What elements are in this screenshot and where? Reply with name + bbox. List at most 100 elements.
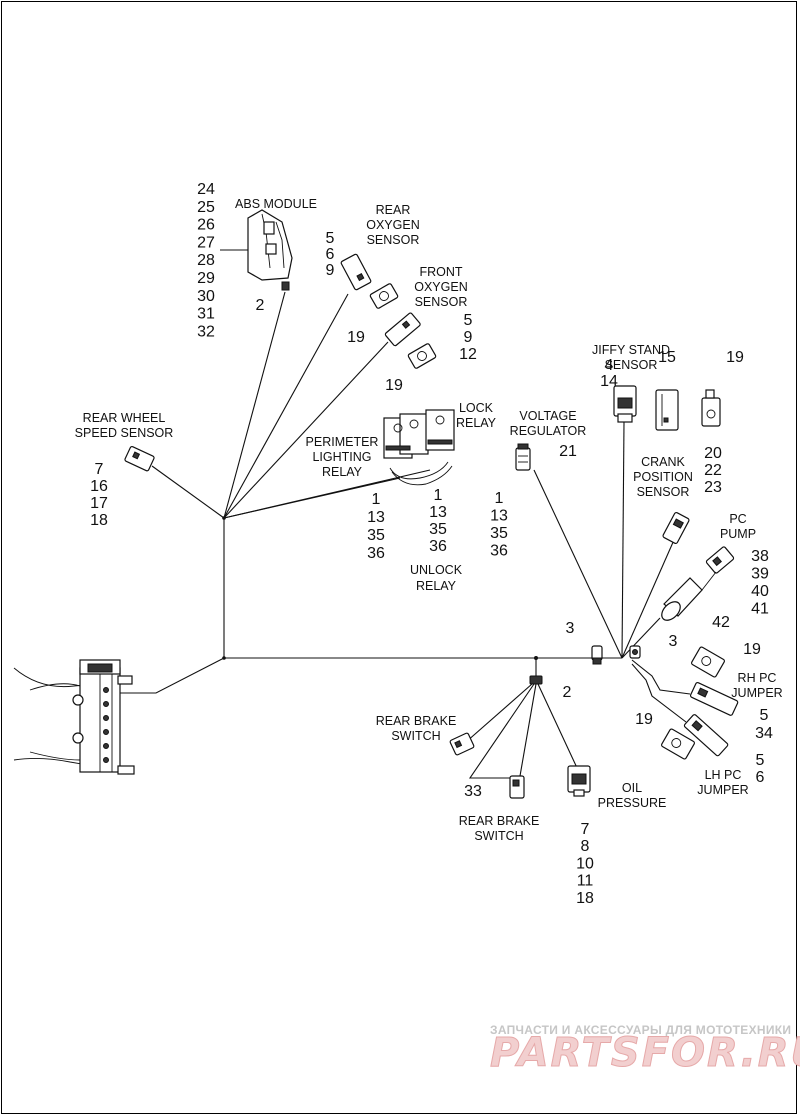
callout-line: 33: [464, 783, 482, 800]
crank-position-wire: [621, 539, 675, 659]
rear-oxygen-connector: [340, 253, 372, 291]
rear-oxygen-wire: [223, 293, 349, 519]
callout-line: 2: [563, 684, 572, 701]
label-line: SWITCH: [474, 829, 523, 843]
callout-line: 4: [605, 357, 614, 374]
lh-pc-clip: [661, 728, 695, 760]
label-line: PUMP: [720, 527, 756, 541]
junction-node: [222, 516, 226, 520]
callout-line: 36: [367, 545, 385, 562]
callout-line: 7: [95, 461, 104, 478]
callout-line: 38: [751, 548, 769, 565]
voltage-regulator-connector: [515, 443, 531, 471]
callout-jiffy-stand-clip: 19: [726, 349, 744, 366]
label-line: RELAY: [322, 465, 363, 479]
callout-retainer-left: 3: [566, 620, 575, 637]
callout-line: 18: [576, 890, 594, 907]
jiffy-stand-clip: [701, 389, 721, 427]
callout-line: 5: [326, 230, 335, 247]
watermark-brand: PARTSFOR.RU: [490, 1030, 800, 1076]
callout-jiffy-stand: 414: [600, 357, 618, 390]
callout-line: 2: [256, 297, 265, 314]
callout-line: 6: [326, 246, 335, 263]
front-oxygen-connector: [384, 312, 421, 347]
callout-line: 14: [600, 373, 618, 390]
callout-line: 20: [704, 445, 722, 462]
brake-switch-wire-b: [468, 683, 535, 779]
frame-section: [13, 659, 135, 775]
callout-line: 9: [326, 262, 335, 279]
callout-line: 13: [490, 508, 508, 525]
junction-node: [222, 656, 226, 660]
callout-line: 12: [459, 346, 477, 363]
frame-feed-wire: [120, 657, 225, 694]
callout-line: 19: [635, 711, 653, 728]
label-line: SENSOR: [605, 358, 658, 372]
callout-line: 6: [756, 769, 765, 786]
callout-line: 19: [726, 349, 744, 366]
front-oxygen-clip: [407, 343, 437, 369]
front-oxygen-wire: [223, 341, 389, 519]
label-line: RELAY: [456, 416, 497, 430]
callout-line: 35: [429, 521, 447, 538]
oil-pressure-wire: [537, 683, 579, 771]
relay-block: [383, 409, 455, 459]
callout-rear-oxygen-clip: 19: [347, 329, 365, 346]
label-line: OXYGEN: [414, 280, 468, 294]
callout-line: 5: [760, 707, 769, 724]
label-line: UNLOCK: [410, 563, 463, 577]
pc-pump-body: [661, 571, 717, 621]
lh-pc-wire: [631, 663, 687, 723]
callout-line: 10: [576, 855, 594, 872]
harness-wires: [120, 291, 691, 779]
label-line: PC: [729, 512, 746, 526]
crank-position-connector: [662, 511, 690, 545]
callout-line: 35: [490, 525, 508, 542]
label-line: VOLTAGE: [519, 409, 576, 423]
callout-branch-clip: 2: [563, 684, 572, 701]
rear-brake-switch-lower-connector: [509, 775, 525, 799]
callout-line: 8: [581, 838, 590, 855]
callout-line: 19: [385, 377, 403, 394]
callout-line: 40: [751, 583, 769, 600]
label-abs-module: ABS MODULE: [235, 197, 317, 211]
callout-line: 36: [490, 543, 508, 560]
callout-voltage-regulator: 21: [559, 443, 577, 460]
callout-line: 18: [90, 512, 108, 529]
rh-pc-clip: [691, 646, 725, 678]
callout-line: 27: [197, 234, 215, 251]
harness-retainer-left: [591, 645, 603, 665]
callout-lh-pc-clip: 19: [635, 711, 653, 728]
callout-line: 7: [581, 821, 590, 838]
main-trunk-wire: [223, 518, 622, 659]
callout-rear-brake-lower: 33: [464, 783, 482, 800]
label-line: REAR WHEEL: [83, 411, 166, 425]
pc-pump-wire: [621, 617, 661, 659]
relay-bundle-b: [391, 465, 453, 486]
rear-wheel-speed-wire: [151, 465, 225, 519]
callout-jiffy-stand-mate: 15: [658, 349, 676, 366]
rh-pc-wire: [631, 659, 691, 695]
label-line: REAR BRAKE: [459, 814, 540, 828]
callout-line: 17: [90, 495, 108, 512]
label-line: ABS MODULE: [235, 197, 317, 211]
callout-line: 35: [367, 527, 385, 544]
brake-switch-wire-c: [519, 683, 537, 777]
callout-front-oxygen-clip: 19: [385, 377, 403, 394]
callout-line: 3: [566, 620, 575, 637]
callout-line: 1: [372, 491, 381, 508]
label-line: JUMPER: [697, 783, 748, 797]
